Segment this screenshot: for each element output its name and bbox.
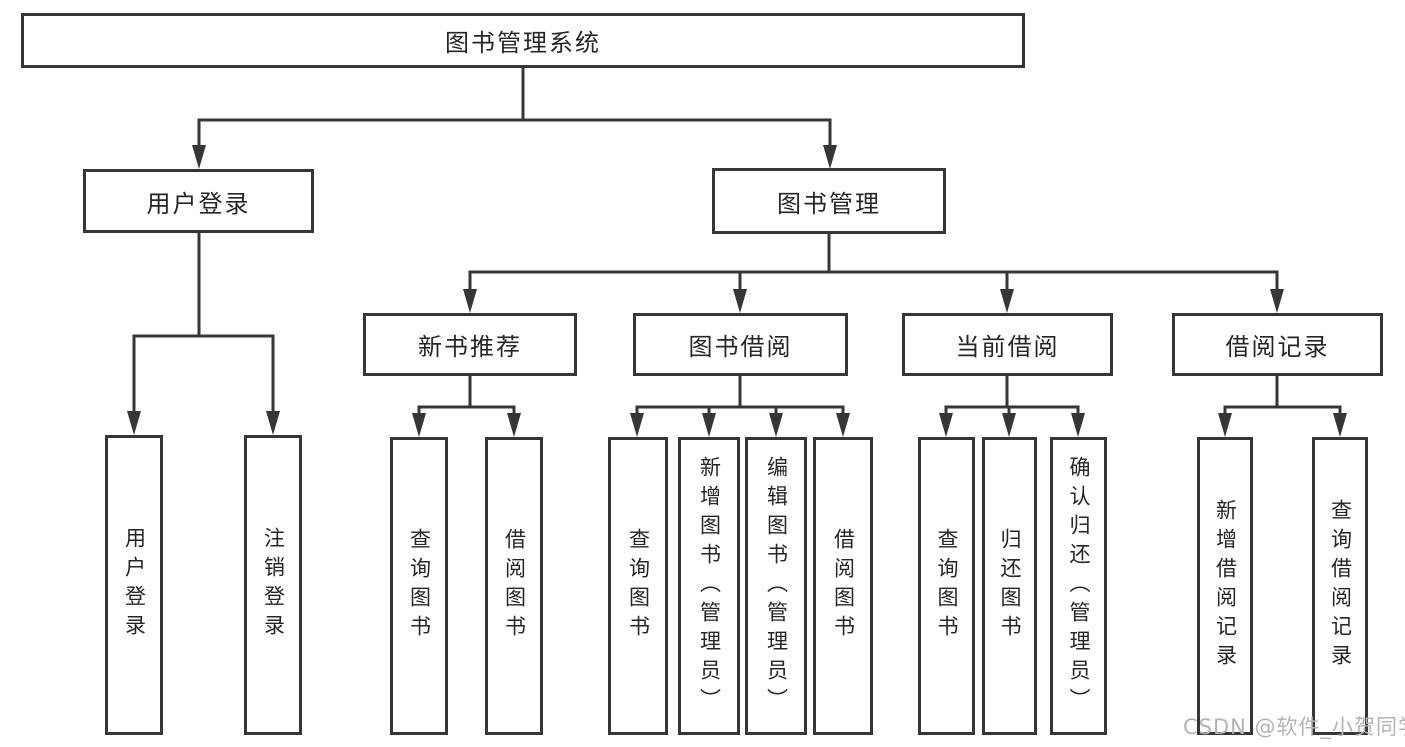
leaf-return-books-label: 归还图书	[998, 528, 1022, 644]
leaf-add-borrow-record-label: 新增借阅记录	[1213, 499, 1238, 673]
connector-user-login-children	[127, 231, 280, 435]
node-book-management-label: 图书管理	[777, 189, 881, 218]
connector-book-borrow-children	[630, 374, 850, 437]
leaf-edit-books-admin-label: 编辑图书（管理员）	[764, 455, 789, 717]
node-book-borrowing-label: 图书借阅	[688, 333, 793, 361]
leaf-borrow-books-1: 借阅图书	[485, 437, 543, 735]
watermark: CSDN @软件_小贺同学	[1183, 715, 1405, 739]
node-current-borrowing-label: 当前借阅	[955, 333, 1060, 361]
node-root: 图书管理系统	[21, 13, 1025, 68]
leaf-logout-label: 注销登录	[261, 527, 286, 643]
node-new-book-recommend-label: 新书推荐	[418, 333, 522, 361]
leaf-query-books-1: 查询图书	[390, 437, 448, 735]
connector-current-borrow-children	[939, 374, 1085, 437]
node-user-login: 用户登录	[83, 169, 314, 233]
leaf-query-books-3: 查询图书	[918, 437, 975, 735]
node-borrowing-records-label: 借阅记录	[1225, 333, 1330, 361]
leaf-query-books-2: 查询图书	[608, 437, 668, 735]
leaf-query-books-1-label: 查询图书	[407, 528, 432, 644]
leaf-query-books-2-label: 查询图书	[626, 528, 651, 644]
node-current-borrowing: 当前借阅	[902, 313, 1113, 376]
leaf-query-borrow-record: 查询借阅记录	[1312, 437, 1368, 735]
leaf-borrow-books-2-label: 借阅图书	[831, 528, 856, 644]
node-new-book-recommend: 新书推荐	[363, 313, 577, 376]
leaf-borrow-books-2: 借阅图书	[813, 437, 873, 735]
leaf-user-login: 用户登录	[105, 435, 163, 735]
leaf-borrow-books-1-label: 借阅图书	[502, 528, 527, 644]
leaf-query-books-3-label: 查询图书	[935, 528, 959, 644]
connector-records-children	[1218, 374, 1347, 437]
connector-new-book-children	[412, 374, 521, 437]
leaf-return-books: 归还图书	[982, 437, 1037, 735]
leaf-logout: 注销登录	[244, 435, 302, 735]
node-book-borrowing: 图书借阅	[633, 313, 848, 376]
node-root-label: 图书管理系统	[445, 29, 601, 57]
leaf-add-books-admin-label: 新增图书（管理员）	[697, 455, 722, 717]
node-book-management: 图书管理	[712, 168, 946, 234]
leaf-confirm-return-admin: 确认归还（管理员）	[1050, 437, 1107, 735]
leaf-user-login-label: 用户登录	[122, 527, 147, 643]
node-borrowing-records: 借阅记录	[1172, 313, 1383, 376]
node-user-login-label: 用户登录	[146, 189, 251, 218]
connector-root-to-level2	[192, 66, 837, 169]
leaf-query-borrow-record-label: 查询借阅记录	[1328, 499, 1353, 673]
leaf-add-borrow-record: 新增借阅记录	[1197, 437, 1253, 735]
leaf-add-books-admin: 新增图书（管理员）	[678, 437, 740, 735]
leaf-confirm-return-admin-label: 确认归还（管理员）	[1067, 455, 1091, 717]
connector-book-mgmt-children	[463, 232, 1284, 313]
leaf-edit-books-admin: 编辑图书（管理员）	[745, 437, 807, 735]
